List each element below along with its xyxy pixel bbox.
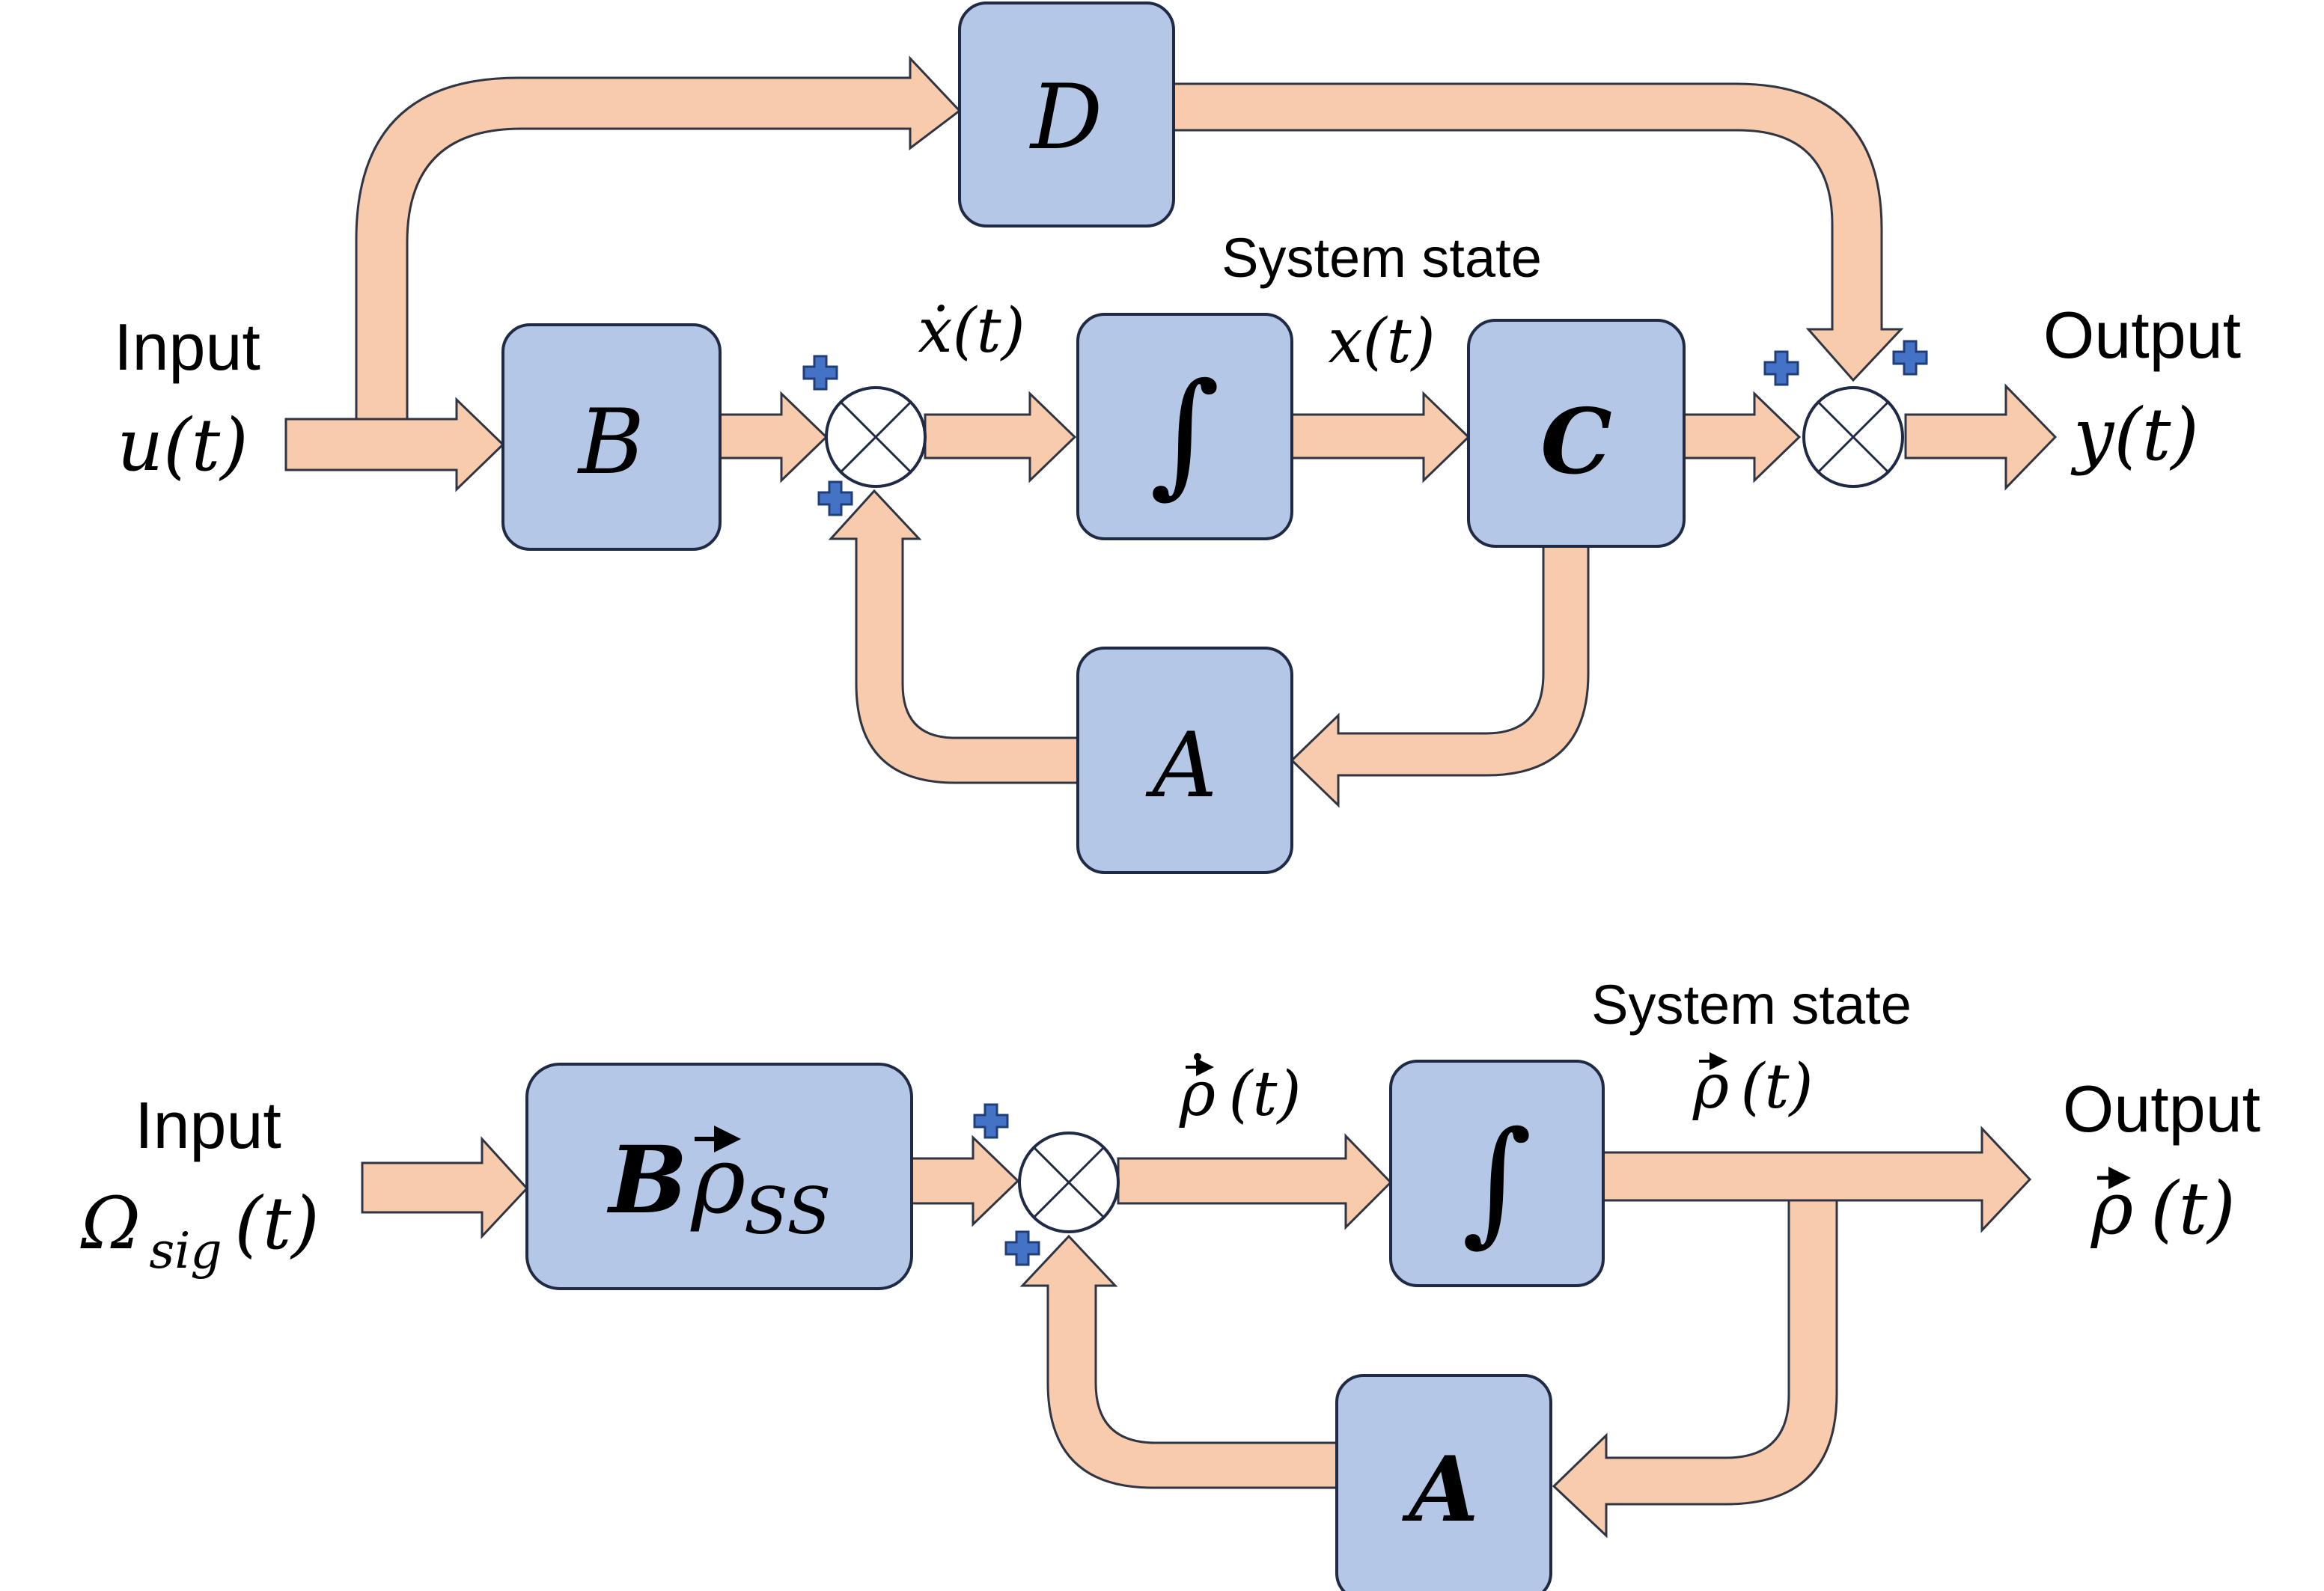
top-state-derivative: ẋ(t) [918, 296, 1025, 367]
bottom-input-subscript: sig [149, 1222, 222, 1280]
top-state-caption: System state [1222, 227, 1542, 289]
bottom-input-signal: Ω sig (t) [80, 1182, 320, 1280]
top-b-to-sum-arrow [719, 391, 829, 483]
top-block-d-label: D [1029, 66, 1102, 170]
top-diagram: B D ∫ C A Input u(t) ẋ(t) System state [114, 1, 2241, 874]
top-plus-icon-1 [802, 355, 838, 391]
bottom-output-label: Output [2063, 1072, 2260, 1146]
bottom-state-deriv-dot [1194, 1053, 1201, 1060]
bottom-state-deriv-arg: (t) [1229, 1059, 1302, 1130]
top-d-to-output-arrow [1172, 82, 1904, 382]
top-output-label: Output [2043, 298, 2241, 372]
bottom-state-to-a-feedback-arrow [1552, 1199, 1838, 1539]
bottom-block-b-main: B [607, 1126, 688, 1235]
top-block-b [501, 323, 722, 551]
bottom-state-arg: (t) [1741, 1051, 1814, 1123]
bottom-state-caption: System state [1591, 974, 1912, 1036]
top-integrator-to-c-arrow [1290, 391, 1471, 483]
top-block-a-label: A [1145, 714, 1218, 818]
top-input-label: Input [114, 310, 260, 384]
top-sum-junction-2 [1802, 386, 1904, 488]
top-c-to-sum-arrow [1683, 391, 1802, 483]
top-block-integrator [1076, 313, 1293, 540]
bottom-state-derivative: ρ (t) [1179, 1053, 1302, 1130]
bottom-sum-to-integrator-arrow [1117, 1133, 1393, 1230]
bottom-block-b-subscript: SS [744, 1174, 831, 1249]
top-state: x(t) [1328, 306, 1435, 377]
bottom-block-a [1335, 1374, 1552, 1591]
top-block-a [1076, 647, 1293, 874]
top-a-to-sum-feedback-arrow [828, 489, 1079, 784]
bottom-block-b-rho-ss [525, 1063, 913, 1290]
top-integrator-symbol: ∫ [1150, 355, 1220, 511]
bottom-b-to-sum-arrow [910, 1135, 1020, 1227]
bottom-plus-icon-2 [1004, 1230, 1040, 1266]
bottom-block-b-rho-ss-label: B ρ SS [607, 1126, 831, 1249]
top-output-signal: y(t) [2070, 393, 2199, 477]
top-block-b-label: B [577, 391, 644, 495]
top-input-signal: u(t) [117, 403, 248, 487]
top-sum-junction-1 [825, 386, 927, 488]
top-feedforward-arrow-to-d [355, 55, 962, 421]
bottom-output-arrow [1602, 1126, 2032, 1233]
bottom-input-arg: (t) [234, 1182, 319, 1265]
bottom-output-arg: (t) [2150, 1167, 2235, 1250]
top-output-arrow [1904, 383, 2058, 491]
bottom-sum-junction [1018, 1132, 1120, 1233]
top-input-arrow [284, 397, 505, 492]
bottom-plus-icon-1 [973, 1103, 1009, 1139]
top-plus-icon-4 [1892, 340, 1928, 376]
bottom-block-integrator [1389, 1060, 1605, 1287]
bottom-a-to-sum-feedback-arrow [1019, 1234, 1338, 1489]
top-block-c [1467, 319, 1686, 548]
bottom-input-omega: Ω [80, 1182, 141, 1265]
top-c-to-a-feedback-arrow [1290, 545, 1590, 808]
bottom-block-a-label: A [1401, 1437, 1478, 1542]
top-plus-icon-2 [817, 480, 853, 516]
bottom-block-b-rho: ρ [690, 1127, 746, 1235]
bottom-state-deriv-rho: ρ [1179, 1059, 1216, 1130]
top-plus-icon-3 [1763, 350, 1799, 386]
bottom-input-label: Input [135, 1088, 281, 1162]
bottom-state: ρ (t) [1692, 1051, 1814, 1123]
bottom-diagram: B ρ SS ∫ A Input Ω sig (t) ρ (t) [80, 974, 2260, 1591]
bottom-integrator-symbol: ∫ [1462, 1103, 1532, 1259]
top-block-d [958, 1, 1175, 227]
top-sum-to-integrator-arrow [924, 391, 1077, 483]
bottom-output-signal: ρ (t) [2090, 1167, 2236, 1250]
top-block-c-label: C [1540, 389, 1612, 495]
bottom-input-arrow [361, 1136, 529, 1239]
